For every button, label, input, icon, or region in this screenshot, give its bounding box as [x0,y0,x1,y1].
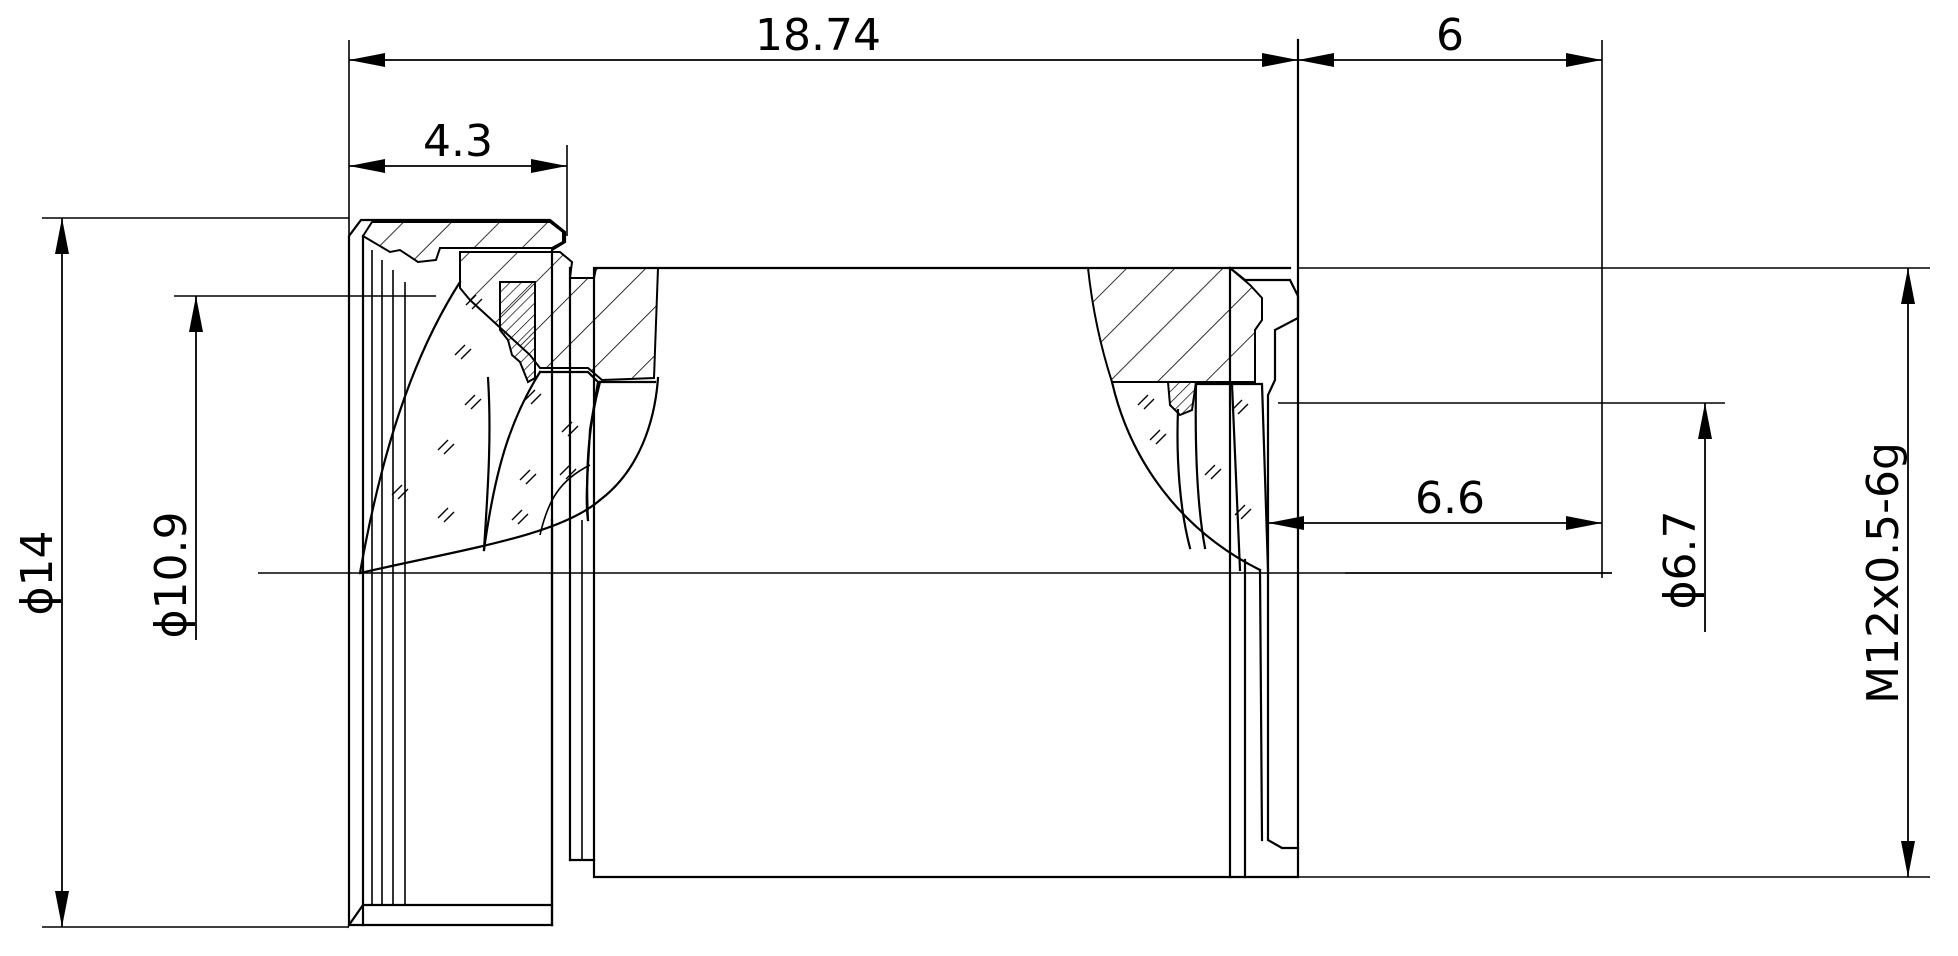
dim-flange-length: 4.3 [349,116,567,173]
dim-back-focal-label: 6.6 [1415,473,1485,524]
dim-flange-length-label: 4.3 [423,116,493,167]
dim-rear-diameter-label: ϕ6.7 [1655,511,1706,610]
dim-aperture-diameter: ϕ10.9 [146,296,203,640]
rear-spacer-section [1166,381,1198,417]
construction-lines [42,40,1930,928]
dim-overall-length-label: 18.74 [755,10,881,61]
dim-aperture-diameter-label: ϕ10.9 [146,512,197,639]
rear-lens-1 [1110,380,1262,572]
dim-thread: M12x0.5-6g [1858,268,1915,877]
front-ring-outline [347,218,567,929]
dim-outer-diameter-label: ϕ14 [12,530,63,615]
lens-body [347,38,1300,929]
dim-outer-diameter: ϕ14 [12,218,69,927]
dim-back-focal: 6.6 [1268,473,1602,530]
dim-rear-diameter: ϕ6.7 [1655,403,1712,632]
glass-hatch-marks [391,294,1252,525]
spacer-ring-section [499,281,536,384]
barrel-front-section [459,251,660,382]
dim-back-length: 6 [1298,10,1602,67]
front-lens-1 [358,280,462,575]
barrel-rear-section [1086,267,1263,383]
front-retainer-section [361,221,564,264]
dim-back-length-label: 6 [1436,10,1464,61]
dim-overall-length: 18.74 [349,10,1298,67]
dim-thread-label: M12x0.5-6g [1858,442,1909,704]
front-lens-2 [358,498,602,575]
